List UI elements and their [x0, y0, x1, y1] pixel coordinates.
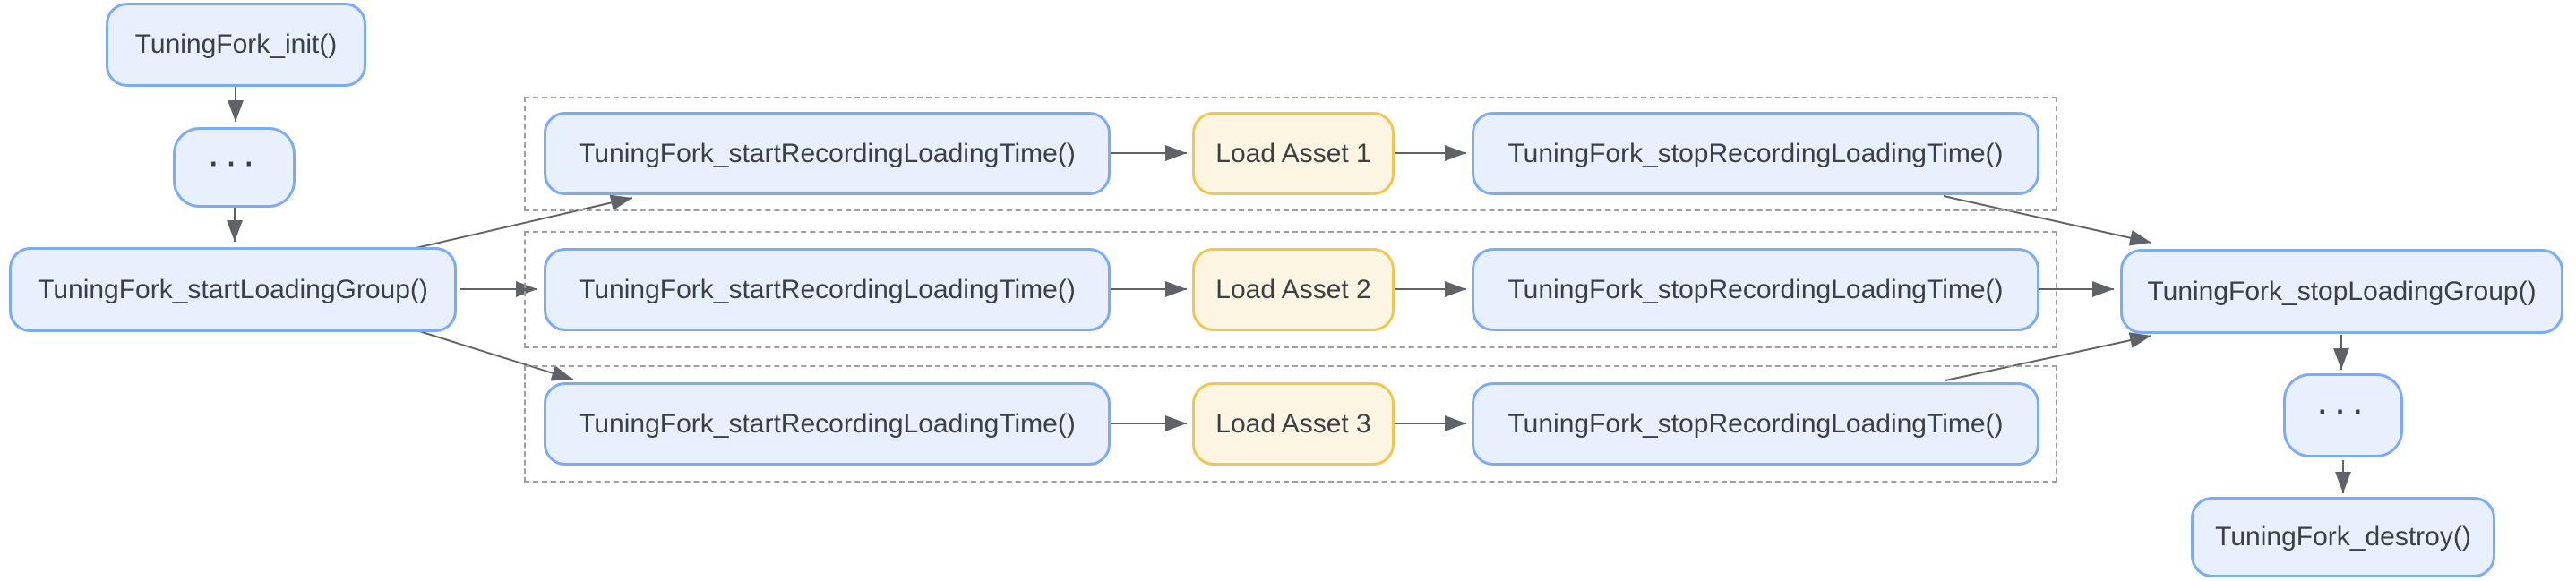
node-ellipsis-top: ...	[173, 127, 296, 208]
node-row3-stop-recording: TuningFork_stopRecordingLoadingTime()	[1472, 382, 2039, 466]
node-destroy: TuningFork_destroy()	[2191, 497, 2495, 577]
node-row2-load-asset-label: Load Asset 2	[1215, 274, 1371, 304]
node-row1-stop-recording-label: TuningFork_stopRecordingLoadingTime()	[1507, 138, 2004, 168]
node-row1-start-recording-label: TuningFork_startRecordingLoadingTime()	[579, 138, 1076, 168]
node-row3-start-recording-label: TuningFork_startRecordingLoadingTime()	[579, 408, 1076, 439]
node-row2-start-recording-label: TuningFork_startRecordingLoadingTime()	[579, 274, 1076, 304]
node-destroy-label: TuningFork_destroy()	[2215, 522, 2471, 551]
node-row3-start-recording: TuningFork_startRecordingLoadingTime()	[544, 382, 1111, 466]
node-row1-load-asset-label: Load Asset 1	[1215, 138, 1371, 168]
node-stop-loading-group-label: TuningFork_stopLoadingGroup()	[2147, 276, 2537, 306]
node-row3-load-asset-label: Load Asset 3	[1215, 408, 1371, 439]
node-ellipsis-bottom-label: ...	[2316, 376, 2370, 423]
node-start-loading-group-label: TuningFork_startLoadingGroup()	[38, 274, 428, 304]
node-stop-loading-group: TuningFork_stopLoadingGroup()	[2120, 249, 2563, 334]
node-row1-start-recording: TuningFork_startRecordingLoadingTime()	[544, 112, 1111, 195]
asset-group-1	[524, 97, 2057, 211]
node-start-loading-group: TuningFork_startLoadingGroup()	[9, 247, 457, 332]
node-row2-stop-recording-label: TuningFork_stopRecordingLoadingTime()	[1507, 274, 2004, 304]
node-row1-load-asset: Load Asset 1	[1192, 112, 1395, 195]
asset-group-3	[524, 365, 2057, 483]
node-row2-stop-recording: TuningFork_stopRecordingLoadingTime()	[1472, 248, 2039, 331]
node-ellipsis-bottom: ...	[2283, 373, 2403, 457]
node-row1-stop-recording: TuningFork_stopRecordingLoadingTime()	[1472, 112, 2039, 195]
node-row2-load-asset: Load Asset 2	[1192, 248, 1395, 331]
node-row2-start-recording: TuningFork_startRecordingLoadingTime()	[544, 248, 1111, 331]
node-row3-stop-recording-label: TuningFork_stopRecordingLoadingTime()	[1507, 408, 2004, 439]
node-init: TuningFork_init()	[106, 3, 366, 87]
node-row3-load-asset: Load Asset 3	[1192, 382, 1395, 466]
node-ellipsis-top-label: ...	[207, 128, 262, 175]
node-init-label: TuningFork_init()	[134, 30, 338, 59]
